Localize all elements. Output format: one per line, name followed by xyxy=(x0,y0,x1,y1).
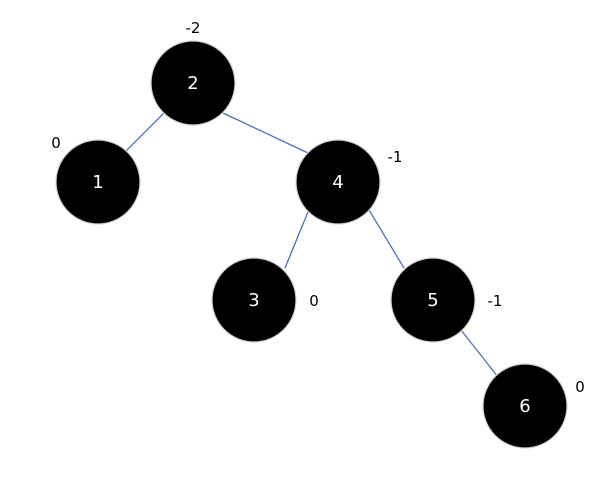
tree-node-6: 6 xyxy=(482,363,568,449)
node-label: 3 xyxy=(248,290,259,311)
balance-factor-node-3: 0 xyxy=(309,292,319,310)
tree-node-5: 5 xyxy=(390,257,476,343)
node-label: 2 xyxy=(187,73,198,94)
balance-factor-layer: -2 0 -1 0 -1 0 xyxy=(51,19,585,396)
balance-factor-node-5: -1 xyxy=(488,292,503,310)
node-label: 5 xyxy=(427,290,438,311)
balance-factor-node-1: 0 xyxy=(51,134,61,152)
balance-factor-node-4: -1 xyxy=(388,148,403,166)
edge-4-5 xyxy=(368,209,405,269)
tree-node-4: 4 xyxy=(295,139,381,225)
balance-factor-node-6: 0 xyxy=(575,378,585,396)
edge-4-3 xyxy=(284,211,309,269)
edge-2-1 xyxy=(124,112,165,153)
edge-2-4 xyxy=(222,112,309,154)
nodes-layer: 2 1 4 3 5 6 xyxy=(55,40,568,449)
edge-5-6 xyxy=(460,329,499,378)
tree-node-1: 1 xyxy=(55,139,141,225)
node-label: 4 xyxy=(332,172,343,193)
tree-node-3: 3 xyxy=(211,257,297,343)
tree-node-2: 2 xyxy=(150,40,236,126)
node-label: 1 xyxy=(92,172,103,193)
node-label: 6 xyxy=(519,396,530,417)
edges-layer xyxy=(124,112,499,378)
balance-factor-node-2: -2 xyxy=(186,19,201,37)
